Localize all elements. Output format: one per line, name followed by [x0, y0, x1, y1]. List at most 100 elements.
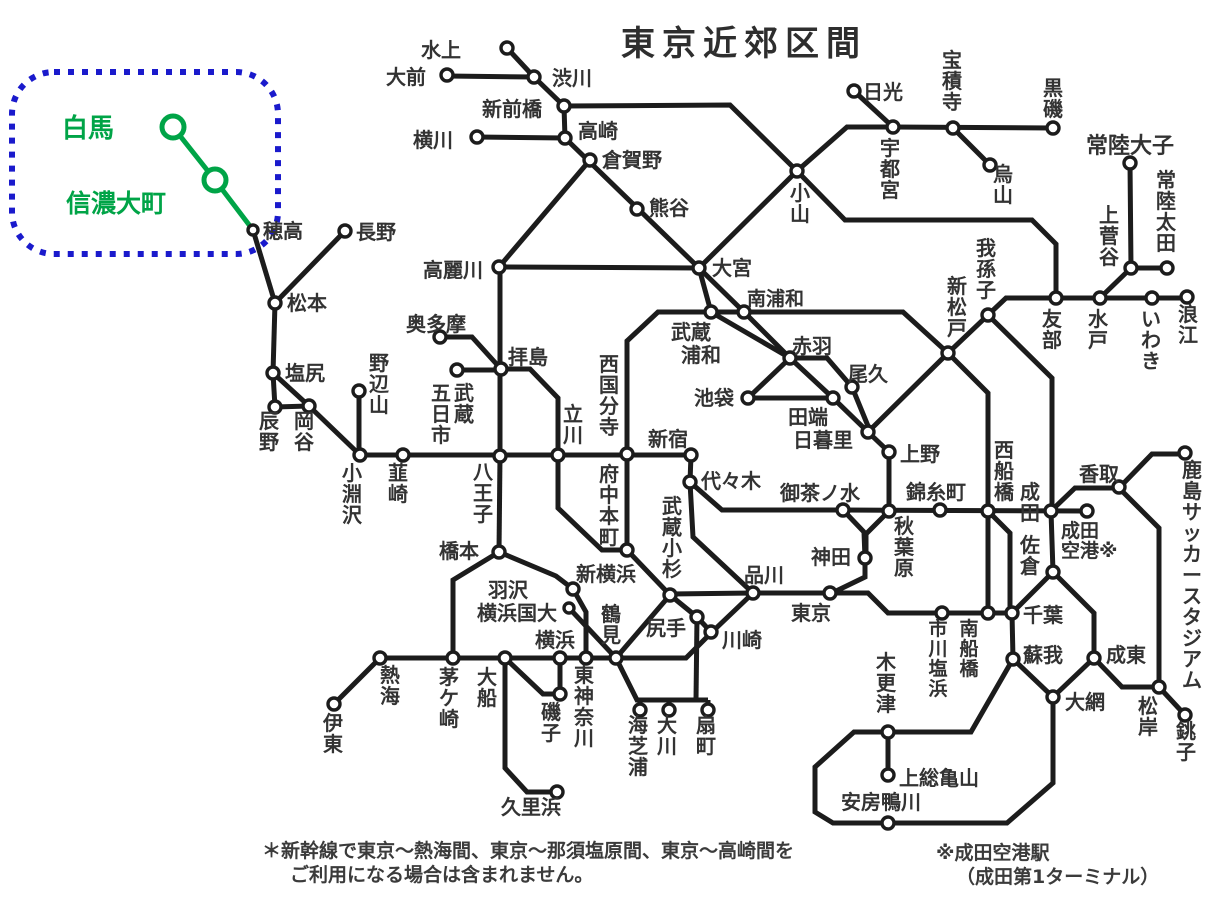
green-station-circle — [159, 113, 187, 141]
station-circle — [1151, 679, 1167, 695]
footnote-shinkansen-line1: ＊新幹線で東京〜熱海間、東京〜那須塩原間、東京〜高崎間を — [262, 840, 795, 862]
station-circle — [789, 163, 805, 179]
station-circle — [740, 390, 756, 406]
station-label: 佐倉 — [1019, 533, 1041, 578]
station-label: 大船 — [477, 665, 497, 710]
rail-edge — [570, 587, 589, 658]
station-label: 横川 — [413, 128, 453, 152]
station-label: 八王子 — [473, 460, 494, 526]
station-label: 渋川 — [552, 66, 592, 90]
station-label: 烏山 — [993, 162, 1013, 207]
station-circle — [980, 307, 996, 323]
station-label: 上野 — [900, 442, 940, 466]
rail-edge — [669, 590, 754, 597]
station-circle — [846, 83, 862, 99]
station-circle — [549, 784, 565, 800]
station-label: 錦糸町 — [906, 480, 966, 504]
station-circle — [491, 544, 507, 560]
station-label: 熱海 — [380, 663, 400, 708]
station-circle — [934, 605, 950, 621]
rail-edge — [1117, 486, 1162, 687]
station-circle — [449, 362, 465, 378]
station-label: 友部 — [1042, 307, 1062, 352]
station-label: 長野 — [356, 220, 396, 244]
station-label: 蘇我 — [1022, 643, 1063, 667]
station-label: 南船橋 — [959, 618, 979, 680]
footnote-shinkansen-line2: ご利用になる場合は含まれません。 — [290, 864, 594, 886]
station-label: 辰野 — [259, 409, 280, 454]
station-label: 府中本町 — [599, 462, 619, 549]
station-circle — [1005, 651, 1021, 667]
shinano-omachi-label: 信濃大町 — [66, 189, 167, 218]
station-label: 浪江 — [1178, 302, 1198, 347]
station-label: 扇町 — [696, 713, 716, 758]
station-label: 西船橋 — [994, 438, 1015, 504]
station-label: 大前 — [386, 65, 426, 89]
rail-edge — [986, 509, 1013, 613]
station-label: 高麗川 — [423, 258, 483, 282]
station-circle — [689, 609, 705, 625]
station-circle — [1092, 290, 1108, 306]
station-label: 新松戸 — [947, 274, 967, 340]
station-circle — [1045, 689, 1061, 705]
rail-edge — [446, 73, 535, 80]
station-label: 宇都宮 — [879, 136, 900, 202]
station-label: 空港※ — [1061, 539, 1117, 562]
rail-edge — [1051, 656, 1096, 699]
station-circle — [1159, 260, 1175, 276]
station-circle — [844, 379, 860, 395]
station-label: 新横浜 — [576, 562, 636, 586]
station-circle — [550, 447, 566, 463]
station-label: 黒磯 — [1043, 76, 1063, 121]
station-label: 小淵沢 — [342, 461, 363, 527]
rail-edge — [563, 102, 799, 173]
station-label: 武蔵 — [454, 381, 474, 426]
station-circle — [661, 702, 677, 718]
rail-edge — [501, 366, 561, 455]
rail-edge — [841, 508, 868, 559]
station-label: 野辺山 — [369, 351, 389, 417]
station-label: 立川 — [562, 402, 583, 447]
station-label: 倉賀野 — [601, 148, 662, 172]
station-circle — [982, 157, 998, 173]
rail-edge — [270, 302, 278, 374]
station-circle — [980, 605, 996, 621]
station-circle — [552, 650, 568, 666]
station-circle — [880, 724, 896, 740]
station-label: 浦和 — [681, 343, 721, 367]
station-circle — [337, 223, 353, 239]
station-circle — [691, 260, 707, 276]
rail-edge — [624, 309, 991, 511]
station-label: 奥多摩 — [406, 312, 466, 336]
station-circle — [1122, 155, 1138, 171]
station-label: 池袋 — [694, 386, 735, 410]
station-label: 五日市 — [431, 381, 451, 447]
rail-edge — [555, 455, 627, 553]
station-circle — [326, 696, 342, 712]
station-circle — [492, 448, 508, 464]
rail-edge — [502, 658, 557, 795]
station-label: 鶴見 — [601, 602, 621, 647]
station-circle — [1179, 289, 1195, 305]
station-label: 御茶ノ水 — [779, 481, 861, 505]
station-label: 横浜国大 — [477, 601, 557, 625]
station-circle — [432, 329, 448, 345]
rail-edge — [812, 657, 1016, 826]
station-circle — [683, 447, 699, 463]
station-circle — [835, 502, 851, 518]
station-label: 尾久 — [848, 362, 889, 386]
station-label: 松岸 — [1138, 694, 1158, 739]
rail-edge — [613, 656, 708, 703]
rail-edge — [746, 356, 792, 400]
rail-edge — [496, 455, 503, 553]
station-circle — [703, 304, 719, 320]
map-title: 東京近郊区間 — [621, 24, 867, 64]
rail-edge — [795, 169, 1059, 298]
station-label: 尻手 — [646, 616, 686, 640]
station-label: 大宮 — [712, 256, 752, 280]
station-label: 橋本 — [439, 539, 479, 563]
rail-edge — [688, 480, 843, 513]
highlight-box — [9, 69, 281, 257]
station-label: 西国分寺 — [599, 352, 619, 439]
